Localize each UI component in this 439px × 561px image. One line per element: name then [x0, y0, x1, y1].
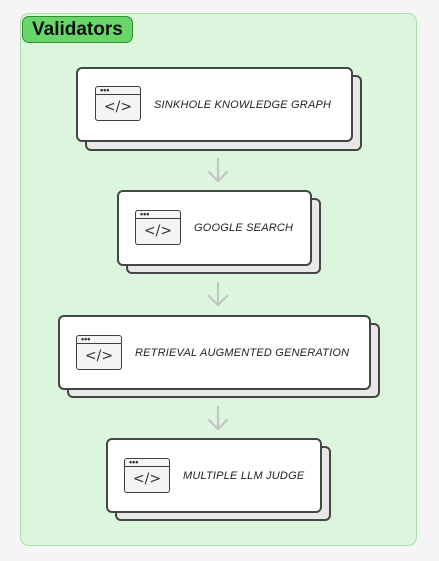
- code-window-icon: ••• </>: [95, 86, 141, 121]
- code-window-icon: ••• </>: [135, 210, 181, 245]
- code-window-icon: ••• </>: [76, 335, 122, 370]
- step-card-sinkhole-knowledge-graph: ••• </> SINKHOLE KNOWLEDGE GRAPH: [76, 67, 362, 151]
- step-label: RETRIEVAL AUGMENTED GENERATION: [135, 346, 350, 359]
- code-window-icon: ••• </>: [124, 458, 170, 493]
- step-card-multiple-llm-judge: ••• </> MULTIPLE LLM JUDGE: [106, 438, 331, 521]
- step-card-google-search: ••• </> GOOGLE SEARCH: [117, 190, 321, 274]
- down-arrow-icon: [207, 282, 229, 307]
- step-label: MULTIPLE LLM JUDGE: [183, 469, 305, 482]
- step-label: SINKHOLE KNOWLEDGE GRAPH: [154, 98, 332, 111]
- down-arrow-icon: [207, 158, 229, 183]
- down-arrow-icon: [207, 406, 229, 431]
- panel-title: Validators: [22, 16, 133, 43]
- step-label: GOOGLE SEARCH: [194, 222, 294, 234]
- step-card-retrieval-augmented-generation: ••• </> RETRIEVAL AUGMENTED GENERATION: [58, 315, 380, 398]
